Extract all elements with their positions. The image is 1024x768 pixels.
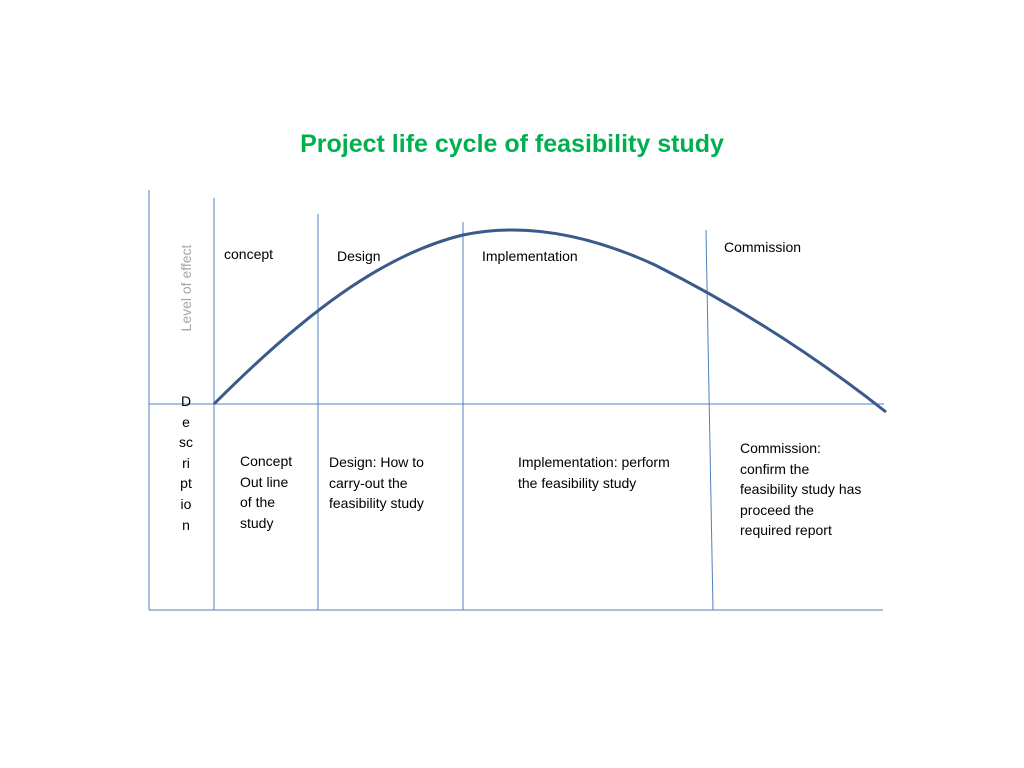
phase-label-design: Design [337, 248, 381, 264]
divider-line-4 [705, 229, 714, 611]
effort-curve [212, 228, 887, 414]
phase-description-commission: Commission: confirm the feasibility stud… [740, 440, 862, 538]
phase-label-implementation: Implementation [482, 248, 578, 264]
phase-description-concept: Concept Out line of the study [240, 453, 293, 531]
diagram-title: Project life cycle of feasibility study [300, 130, 724, 158]
phase-description-design: Design: How to carry-out the feasibility… [329, 454, 424, 511]
description-label: Description [179, 393, 193, 533]
phase-label-commission: Commission [724, 239, 802, 255]
phase-label-concept: concept [224, 246, 274, 262]
phase-description-implementation: Implementation: perform the feasibility … [518, 454, 670, 491]
y-axis-label: Level of effect [178, 244, 194, 332]
